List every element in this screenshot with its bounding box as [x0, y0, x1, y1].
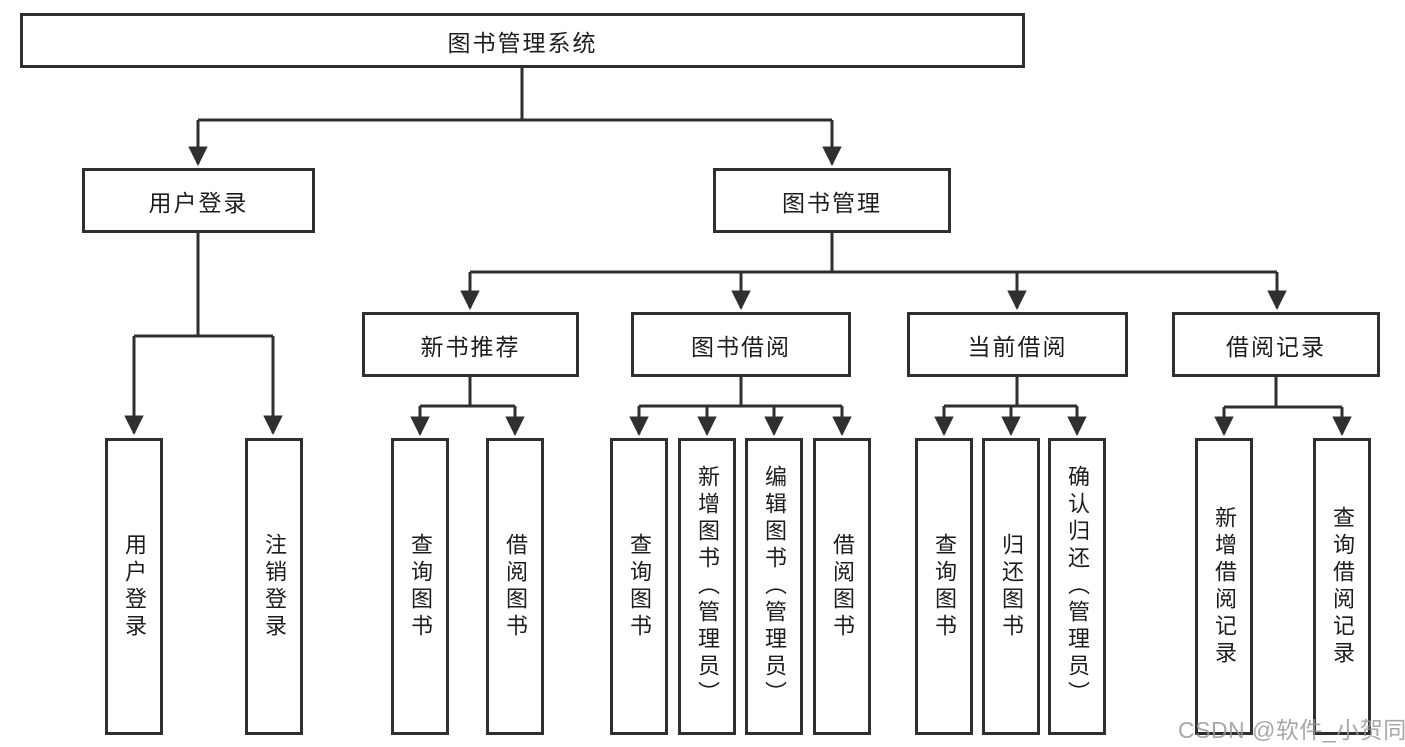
node-book-borrow-label: 图书借阅 [691, 333, 791, 360]
node-book-management-label: 图书管理 [782, 189, 882, 216]
leaf-query-books-borrow: 查询图书 [610, 438, 668, 735]
edge-root-to-level2 [188, 68, 842, 166]
node-new-book-recommend-label: 新书推荐 [420, 333, 521, 360]
leaf-query-borrow-record: 查询借阅记录 [1313, 438, 1371, 735]
leaf-query-books-current: 查询图书 [915, 438, 973, 735]
node-root-label: 图书管理系统 [447, 29, 598, 56]
leaf-add-book-admin-label: 新增图书（管理员） [695, 465, 720, 708]
leaf-logout-label: 注销登录 [262, 532, 287, 641]
node-book-management: 图书管理 [713, 168, 951, 233]
leaf-confirm-return-admin-label: 确认归还（管理员） [1065, 465, 1090, 708]
node-new-book-recommend: 新书推荐 [362, 312, 579, 377]
leaf-query-books-rec-label: 查询图书 [408, 532, 433, 641]
leaf-query-books-rec: 查询图书 [391, 438, 449, 735]
leaf-user-login: 用户登录 [105, 438, 163, 735]
node-book-borrow: 图书借阅 [631, 312, 851, 377]
node-borrow-records: 借阅记录 [1172, 312, 1380, 377]
leaf-edit-book-admin: 编辑图书（管理员） [745, 438, 803, 735]
leaf-user-login-label: 用户登录 [122, 532, 147, 641]
leaf-borrow-books-rec: 借阅图书 [486, 438, 544, 735]
leaf-return-book-label: 归还图书 [999, 532, 1024, 641]
edge-user-login-children [124, 232, 283, 435]
edge-borrow-records-children [1214, 377, 1352, 436]
edge-current-borrow-children [934, 377, 1087, 436]
leaf-add-borrow-record-label: 新增借阅记录 [1212, 505, 1237, 668]
node-current-borrow: 当前借阅 [907, 312, 1128, 377]
leaf-add-borrow-record: 新增借阅记录 [1195, 438, 1253, 735]
node-user-login-label: 用户登录 [148, 189, 249, 216]
leaf-return-book: 归还图书 [982, 438, 1040, 735]
node-borrow-records-label: 借阅记录 [1226, 333, 1326, 360]
leaf-borrow-books-label: 借阅图书 [830, 532, 855, 641]
node-user-login: 用户登录 [82, 168, 315, 233]
leaf-edit-book-admin-label: 编辑图书（管理员） [762, 465, 787, 708]
edge-new-book-rec-children [410, 377, 525, 436]
edge-book-borrow-children [629, 377, 852, 436]
edge-book-mgmt-children [460, 232, 1287, 310]
node-root: 图书管理系统 [20, 13, 1025, 68]
leaf-borrow-books: 借阅图书 [813, 438, 871, 735]
leaf-query-books-current-label: 查询图书 [932, 532, 957, 641]
leaf-query-borrow-record-label: 查询借阅记录 [1330, 505, 1355, 668]
leaf-borrow-books-rec-label: 借阅图书 [503, 532, 528, 641]
leaf-add-book-admin: 新增图书（管理员） [678, 438, 736, 735]
leaf-query-books-borrow-label: 查询图书 [627, 532, 652, 641]
node-current-borrow-label: 当前借阅 [967, 333, 1068, 360]
leaf-logout: 注销登录 [245, 438, 303, 735]
leaf-confirm-return-admin: 确认归还（管理员） [1048, 438, 1106, 735]
